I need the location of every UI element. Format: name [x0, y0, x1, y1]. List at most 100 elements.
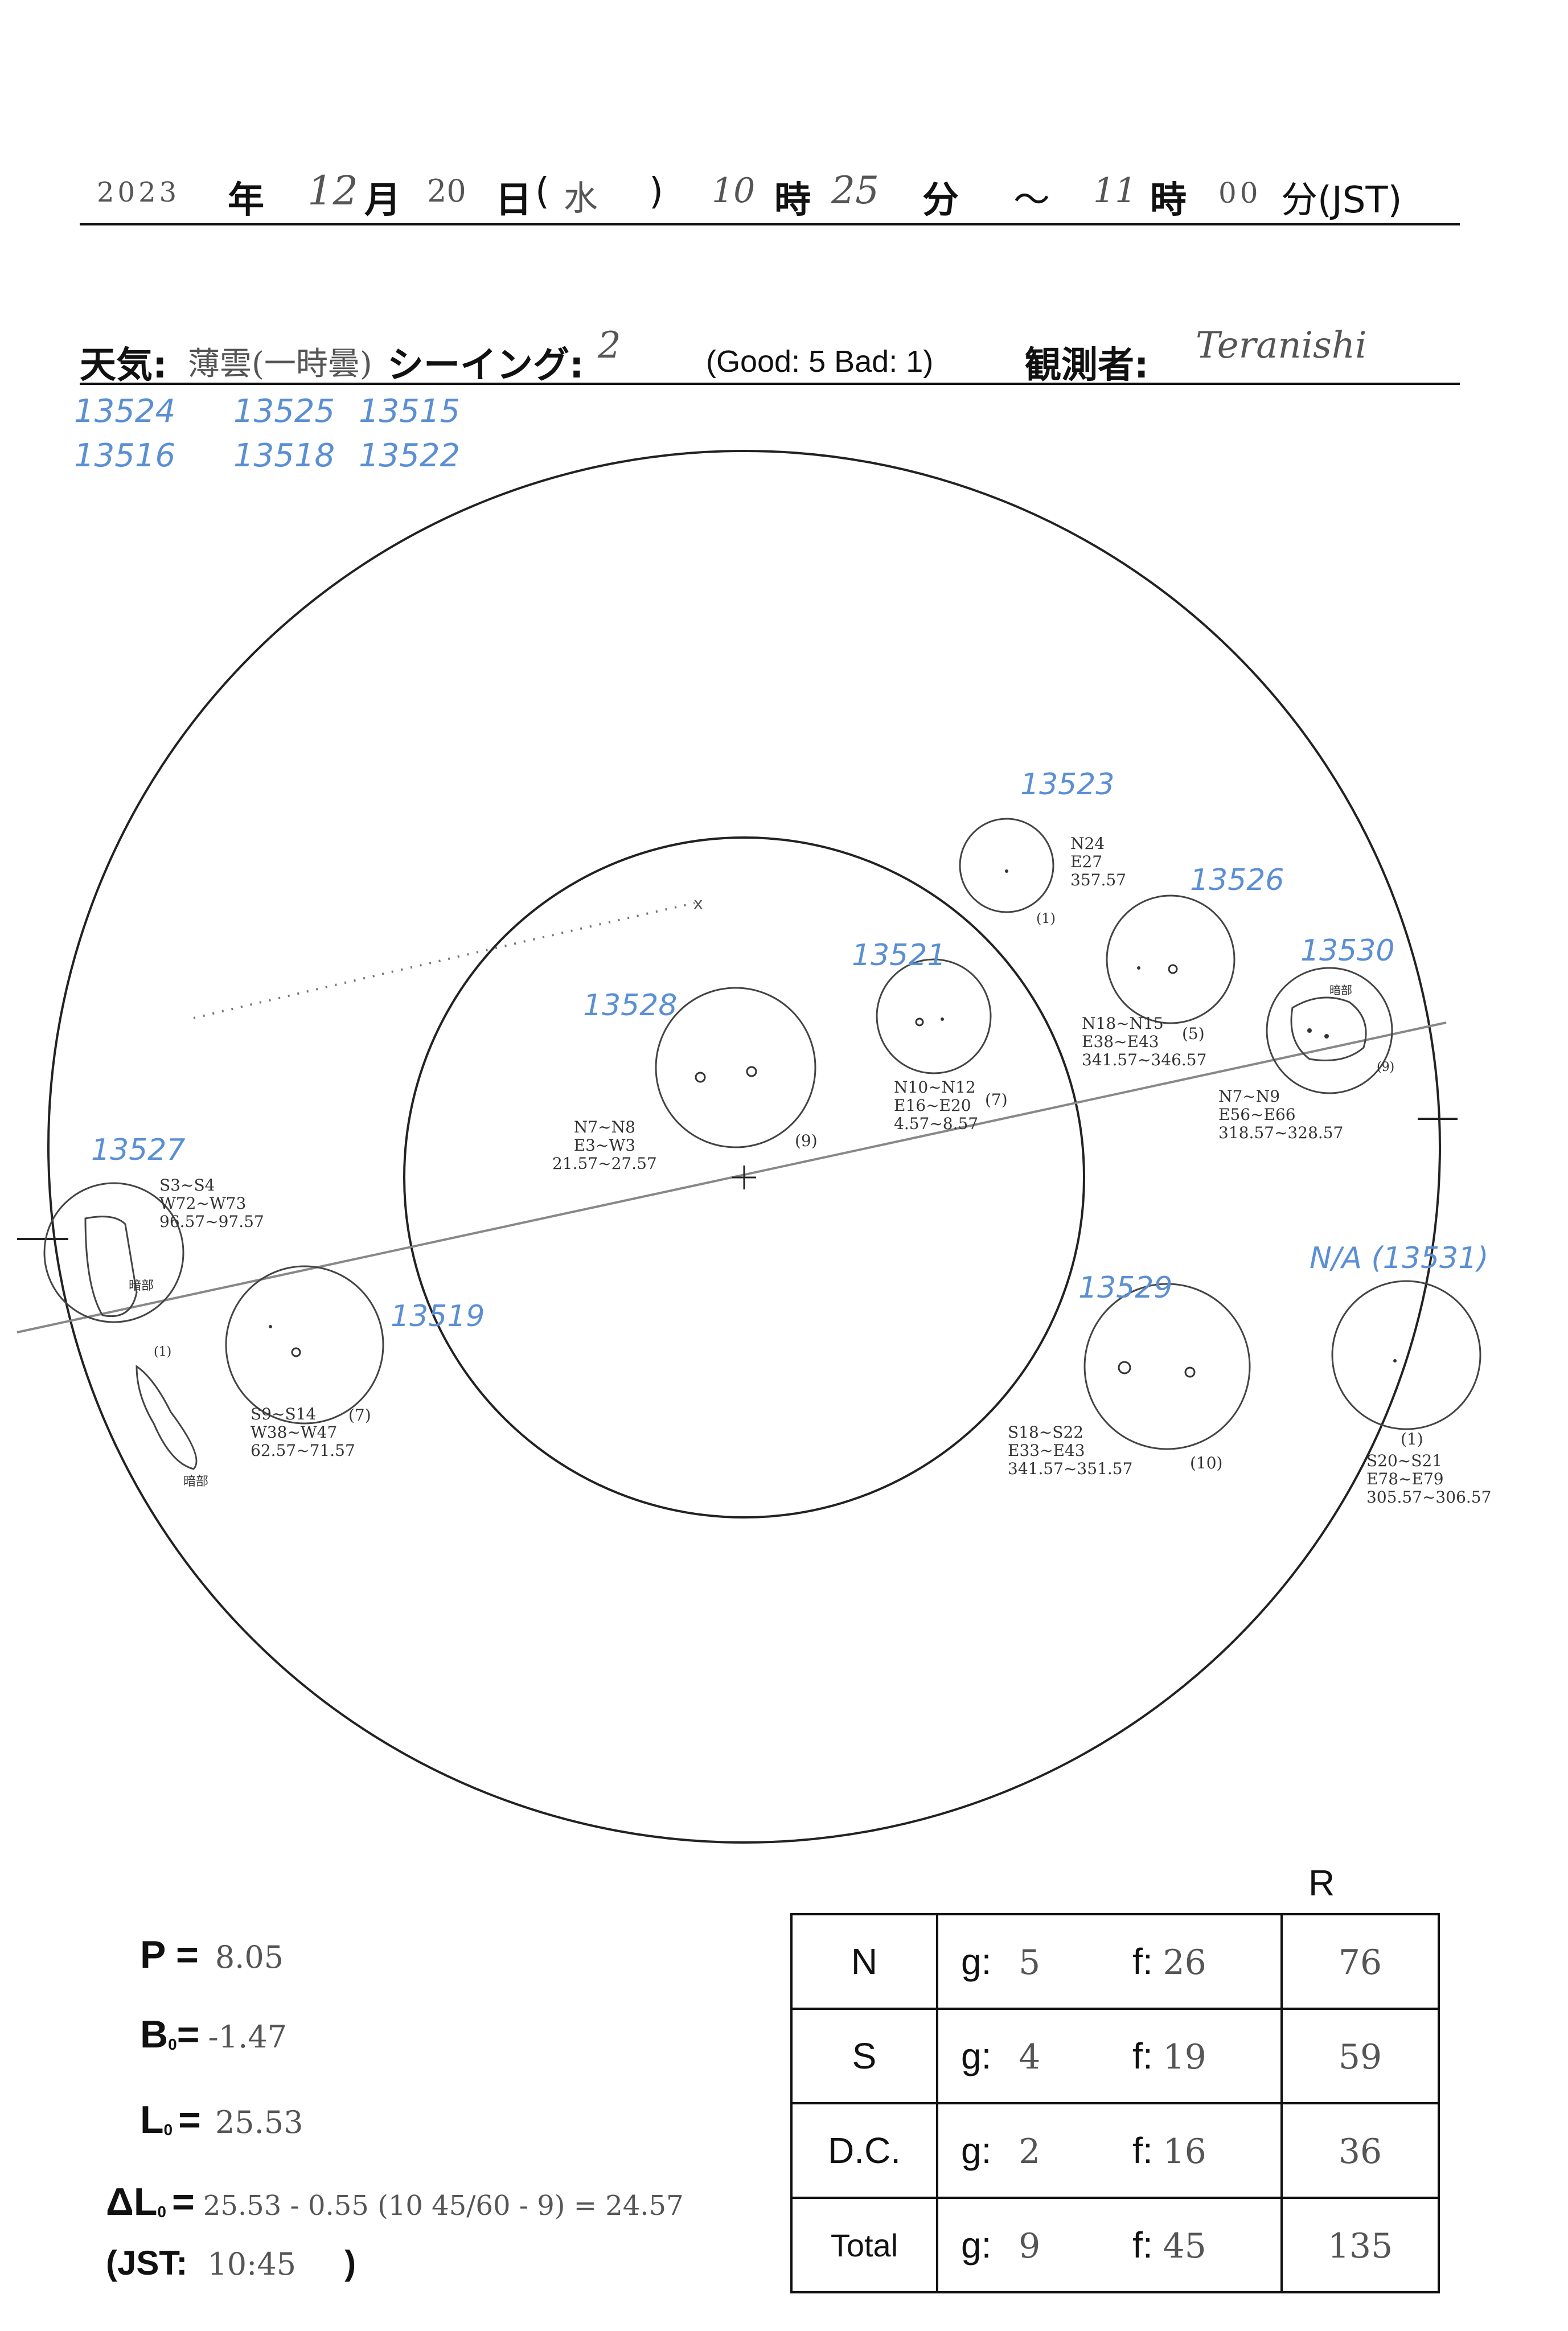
region-note-13531: S20~S21 E78~E79 305.57~306.57: [1366, 1451, 1492, 1507]
region-label-13527: 13527: [91, 1133, 186, 1167]
note-l: 21.57~27.57: [552, 1154, 657, 1173]
row-label: Total: [790, 2197, 938, 2293]
weekday-open: (: [535, 171, 549, 213]
month-value: 12: [307, 167, 359, 214]
spot-group-13521: [876, 958, 992, 1074]
seeing-scale-note: (Good: 5 Bad: 1): [706, 344, 934, 379]
note-lat: N7~N8: [573, 1118, 635, 1136]
note-lon: E38~E43: [1082, 1032, 1159, 1052]
outer-disk-circle: [47, 450, 1441, 1844]
region-list-item: 13518: [233, 437, 335, 474]
spot-13530-a: [1307, 1028, 1312, 1033]
penumbra-label-13527-detail: 暗部: [183, 1475, 209, 1489]
region-note-13528: N7~N8 E3~W3 21.57~27.57: [552, 1118, 657, 1173]
penumbra-label-13530: 暗部: [1329, 983, 1352, 997]
r-cell: 135: [1280, 2197, 1440, 2293]
region-label-13528: 13528: [583, 988, 678, 1023]
region-count-13527: (1): [154, 1345, 172, 1359]
spot-group-13526: [1106, 894, 1235, 1024]
end-min-label: 分(JST): [1281, 179, 1402, 221]
spot-13523: [1005, 869, 1008, 873]
spot-13519-b: [269, 1325, 272, 1328]
start-min-label: 分: [922, 179, 959, 221]
f-value: 45: [1163, 2226, 1206, 2266]
param-b0: B0= -1.47: [140, 2012, 287, 2057]
f-value: 19: [1163, 2037, 1206, 2077]
r-column-header: R: [1308, 1862, 1335, 1903]
p-label: P =: [140, 1933, 199, 1976]
row-label: S: [790, 2008, 938, 2104]
end-min-value: 00: [1218, 177, 1262, 210]
region-list-item: 13525: [233, 393, 335, 430]
inner-disk-circle: [403, 836, 1085, 1519]
region-label-13530: 13530: [1300, 934, 1395, 968]
dotted-trail: [193, 902, 695, 1019]
region-count-13529: (10): [1190, 1454, 1223, 1472]
region-note-13530: N7~N9 E56~E66 318.57~328.57: [1218, 1087, 1343, 1143]
note-lon: W72~W73: [159, 1194, 247, 1213]
note-lon: E3~W3: [573, 1136, 636, 1155]
weather-label: 天気:: [80, 344, 167, 387]
spot-13526-b: [1137, 966, 1140, 970]
spot-group-13530: [1266, 967, 1393, 1094]
year-label: 年: [228, 179, 264, 221]
dl0-eq: =: [172, 2180, 195, 2223]
spot-13528-b: [746, 1066, 757, 1077]
g-label: g:: [961, 2225, 992, 2266]
jst-label: (JST:: [106, 2244, 188, 2282]
note-l: 305.57~306.57: [1366, 1488, 1492, 1507]
f-label: f:: [1132, 2130, 1153, 2171]
note-l: 96.57~97.57: [159, 1212, 264, 1232]
spot-group-13519: [225, 1265, 384, 1425]
region-label-13529: 13529: [1078, 1271, 1173, 1305]
spot-13531: [1393, 1359, 1397, 1363]
start-min-value: 25: [831, 169, 879, 212]
note-lat: S18~S22: [1008, 1423, 1084, 1442]
g-label: g:: [961, 2130, 992, 2171]
region-count-13523: (1): [1036, 910, 1056, 926]
end-hour-label: 時: [1150, 179, 1187, 221]
spot-13521-a: [915, 1017, 924, 1027]
note-lat: N10~N12: [894, 1078, 976, 1097]
f-value: 16: [1163, 2132, 1206, 2172]
param-p: P = 8.05: [140, 1932, 284, 1977]
spot-group-13527: [43, 1182, 184, 1323]
observer-value: Teranishi: [1196, 325, 1367, 367]
start-hour-value: 10: [712, 171, 756, 211]
note-lon: E16~E20: [894, 1096, 971, 1115]
g-value: 5: [1019, 1943, 1041, 1983]
p-value: 8.05: [215, 1939, 284, 1975]
b0-subscript: 0: [168, 2035, 177, 2054]
day-label: 日: [495, 179, 532, 221]
jst-value: 10:45: [207, 2246, 297, 2282]
region-label-13521: 13521: [852, 938, 946, 972]
region-count-13528: (9): [795, 1131, 818, 1150]
param-l0: L0= 25.53: [140, 2098, 303, 2142]
note-lon: E33~E43: [1008, 1441, 1085, 1460]
trail-end-mark: x: [693, 894, 703, 913]
l0-value: 25.53: [215, 2104, 303, 2140]
penumbra-13527-detail: [136, 1365, 198, 1470]
param-jst: (JST: 10:45 ): [106, 2243, 356, 2283]
l0-label: L: [140, 2098, 164, 2141]
region-note-13519: S9~S14 W38~W47 62.57~71.57: [251, 1405, 355, 1460]
spot-13526-a: [1168, 964, 1178, 974]
g-value: 9: [1019, 2226, 1041, 2266]
range-separator: 〜: [1013, 179, 1050, 221]
b0-label: B: [140, 2013, 169, 2056]
penumbra-13530: [1290, 996, 1367, 1061]
f-label: f:: [1132, 1941, 1153, 1982]
region-count-13531: (1): [1401, 1430, 1423, 1448]
f-label: f:: [1132, 2035, 1153, 2076]
end-hour-value: 11: [1093, 171, 1137, 211]
r-value: 59: [1338, 2037, 1382, 2077]
region-note-13526: N18~N15 E38~E43 341.57~346.57: [1082, 1014, 1206, 1070]
g-label: g:: [961, 1941, 992, 1982]
r-cell: 76: [1280, 1913, 1440, 2010]
note-l: 318.57~328.57: [1218, 1123, 1344, 1143]
region-count-13519: (7): [348, 1406, 371, 1425]
